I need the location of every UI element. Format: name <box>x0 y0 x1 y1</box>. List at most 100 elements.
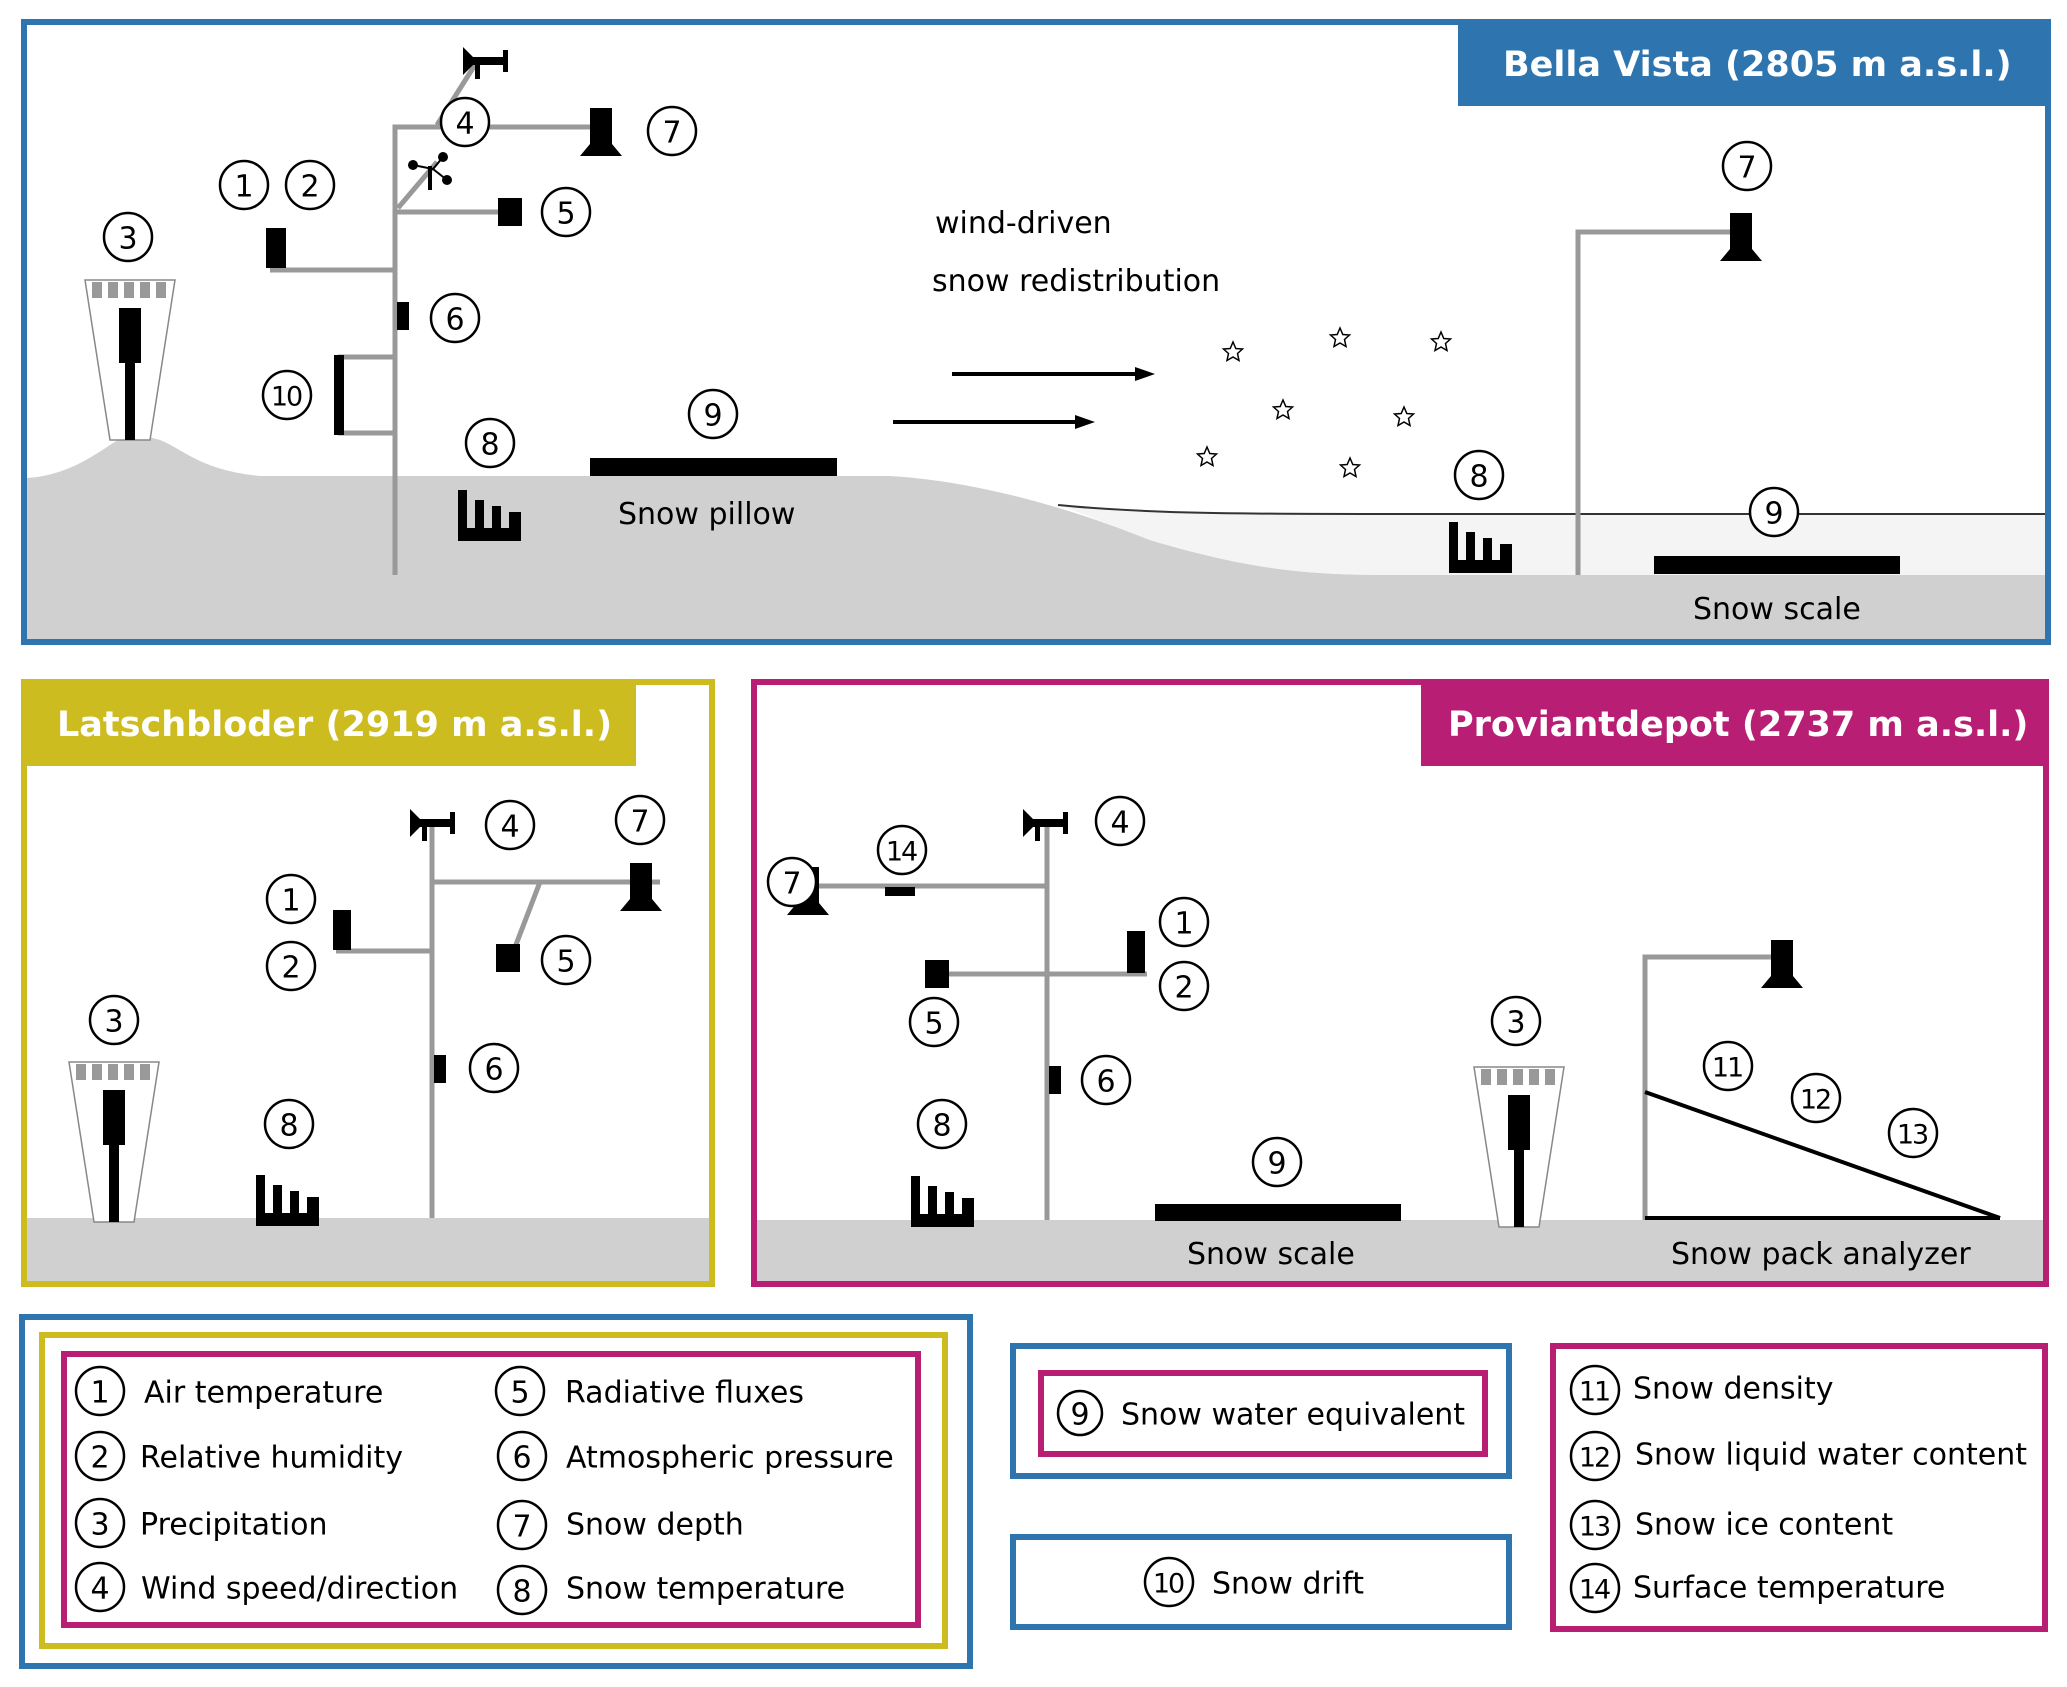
svg-text:4: 4 <box>90 1572 109 1607</box>
svg-text:Snow depth: Snow depth <box>566 1508 744 1543</box>
svg-text:14: 14 <box>886 837 917 868</box>
svg-text:3: 3 <box>104 1005 123 1040</box>
svg-text:2: 2 <box>281 951 300 986</box>
legend-border-proviantdepot <box>1038 1370 1488 1457</box>
legend-border-proviantdepot <box>61 1351 921 1628</box>
svg-text:10: 10 <box>1153 1569 1184 1600</box>
marker: 3 <box>88 994 140 1046</box>
marker: 8 <box>263 1098 315 1150</box>
radiation-sensor-icon <box>925 960 949 988</box>
marker: 8 <box>916 1098 968 1150</box>
snow-scale-label: Snow scale <box>1187 1237 1355 1272</box>
svg-text:2: 2 <box>90 1441 109 1476</box>
marker: 8 <box>464 417 516 469</box>
marker: 4 <box>439 96 491 148</box>
svg-text:10: 10 <box>271 382 302 413</box>
air-temp-sensor-icon <box>266 228 286 268</box>
marker: 8 <box>1453 449 1505 501</box>
svg-text:11: 11 <box>1579 1377 1609 1408</box>
snow-scale-icon <box>1155 1204 1401 1221</box>
air-temp-sensor-icon <box>1127 931 1145 973</box>
svg-text:Snow density: Snow density <box>1633 1372 1833 1407</box>
marker: 1 <box>265 873 317 925</box>
annotation-line-2: snow redistribution <box>932 264 1220 299</box>
marker: 7 <box>614 794 666 846</box>
svg-text:Snow ice content: Snow ice content <box>1635 1508 1893 1543</box>
anemometer-icon <box>408 152 452 190</box>
snow-drift-sensor-icon <box>334 355 344 435</box>
marker: 3 <box>102 211 154 263</box>
svg-text:Snow liquid water content: Snow liquid water content <box>1635 1438 2027 1473</box>
svg-text:7: 7 <box>782 867 801 902</box>
svg-text:8: 8 <box>1469 460 1488 495</box>
svg-text:Relative humidity: Relative humidity <box>140 1441 403 1476</box>
svg-text:1: 1 <box>234 170 253 205</box>
svg-text:Radiative fluxes: Radiative fluxes <box>565 1376 804 1411</box>
marker: 10 <box>261 369 313 421</box>
svg-text:3: 3 <box>118 222 137 257</box>
svg-text:Precipitation: Precipitation <box>140 1508 328 1543</box>
mast <box>270 124 598 575</box>
svg-text:8: 8 <box>512 1575 531 1610</box>
snow-pillow-icon <box>590 458 837 476</box>
snow-surface-line <box>1057 504 2045 515</box>
svg-text:3: 3 <box>1506 1006 1525 1041</box>
panel-latschbloder: Latschbloder (2919 m a.s.l.) 1 2 3 4 5 6… <box>21 679 715 1287</box>
panel-bella-vista: Bella Vista (2805 m a.s.l.) Snow pillow … <box>21 19 2051 645</box>
title-bar <box>1421 682 2046 766</box>
svg-text:2: 2 <box>300 170 319 205</box>
marker: 9 <box>1251 1136 1303 1188</box>
marker: 7 <box>766 856 818 908</box>
marker: 5 <box>540 186 592 238</box>
mast <box>812 820 1147 1220</box>
surface-temp-sensor-icon <box>885 887 915 896</box>
marker: 4 <box>484 799 536 851</box>
legend-drift: 10 Snow drift <box>1010 1534 1512 1630</box>
wind-arrow-icon <box>893 367 1155 429</box>
legend-border-proviantdepot <box>1550 1343 2048 1632</box>
legend-item: 10 Snow drift <box>1143 1556 1364 1608</box>
marker: 1 <box>218 159 270 211</box>
marker: 7 <box>1721 140 1773 192</box>
ground <box>27 435 2045 639</box>
svg-text:Atmospheric pressure: Atmospheric pressure <box>566 1441 894 1476</box>
air-temp-sensor-icon <box>333 910 351 950</box>
svg-text:2: 2 <box>1174 971 1193 1006</box>
legend-item: 2 Relative humidity <box>74 1430 403 1482</box>
marker: 9 <box>687 388 739 440</box>
svg-text:5: 5 <box>556 945 575 980</box>
svg-text:5: 5 <box>924 1007 943 1042</box>
svg-text:9: 9 <box>1070 1398 1089 1433</box>
marker: 4 <box>1094 795 1146 847</box>
svg-text:7: 7 <box>662 116 681 151</box>
svg-text:3: 3 <box>90 1508 109 1543</box>
legend-item: 3 Precipitation <box>74 1497 328 1549</box>
title-bar <box>24 682 636 766</box>
pressure-sensor-icon <box>1049 1066 1061 1094</box>
svg-text:6: 6 <box>445 303 464 338</box>
svg-text:Snow drift: Snow drift <box>1212 1567 1364 1602</box>
svg-text:4: 4 <box>500 810 519 845</box>
svg-text:11: 11 <box>1712 1053 1742 1084</box>
title-bar <box>1458 22 2048 106</box>
legend-item: 6 Atmospheric pressure <box>496 1430 894 1482</box>
pressure-sensor-icon <box>434 1055 446 1083</box>
svg-text:1: 1 <box>281 884 300 919</box>
analyzer-sensor-band <box>1644 1090 2001 1220</box>
svg-text:6: 6 <box>1096 1065 1115 1100</box>
analyzer-frame <box>1642 954 1780 1220</box>
svg-text:6: 6 <box>512 1441 531 1476</box>
marker: 6 <box>1080 1054 1132 1106</box>
station-title: Proviantdepot (2737 m a.s.l.) <box>1448 705 2028 745</box>
svg-text:Surface temperature: Surface temperature <box>1633 1571 1945 1606</box>
svg-text:8: 8 <box>480 428 499 463</box>
